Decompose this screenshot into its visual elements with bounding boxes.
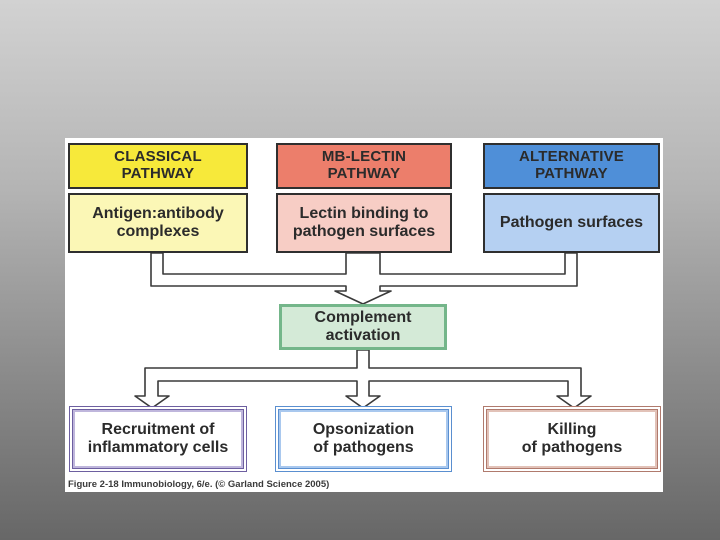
- alternative-pathway-header: ALTERNATIVE PATHWAY: [483, 143, 660, 189]
- input-manifold: [150, 252, 578, 305]
- connector-arrows: [134, 252, 592, 409]
- classical-pathway-header: CLASSICAL PATHWAY: [68, 143, 248, 189]
- complement-pathways-figure: CLASSICAL PATHWAY MB-LECTIN PATHWAY ALTE…: [65, 138, 663, 492]
- killing-outcome-box: Killing of pathogens: [483, 406, 661, 472]
- opsonization-outcome-box: Opsonization of pathogens: [275, 406, 452, 472]
- mb-lectin-pathway-header: MB-LECTIN PATHWAY: [276, 143, 452, 189]
- alternative-trigger-box: Pathogen surfaces: [483, 193, 660, 253]
- classical-trigger-box: Antigen:antibody complexes: [68, 193, 248, 253]
- figure-caption: Figure 2-18 Immunobiology, 6/e. (© Garla…: [68, 479, 330, 490]
- mb-lectin-trigger-box: Lectin binding to pathogen surfaces: [276, 193, 452, 253]
- output-manifold: [134, 349, 592, 409]
- recruitment-outcome-box: Recruitment of inflammatory cells: [69, 406, 247, 472]
- complement-activation-box: Complement activation: [279, 304, 447, 350]
